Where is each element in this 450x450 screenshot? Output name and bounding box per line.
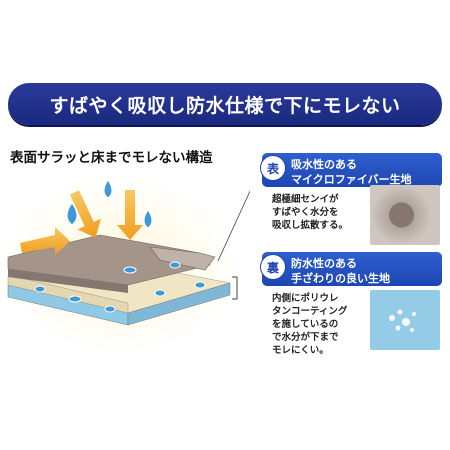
back-desc-line: を施しているの xyxy=(272,319,339,330)
layer-bracket xyxy=(232,276,238,300)
back-material-label: 裏 防水性のある 手ざわりの良い生地 xyxy=(260,252,442,286)
down-arrow-icon xyxy=(69,190,102,238)
headline-text: すばやく吸収し防水仕様で下にモレない xyxy=(49,94,401,117)
back-desc-line: で水分が下まで xyxy=(272,332,339,343)
front-label-line2: マイクロファイバー生地 xyxy=(291,173,412,186)
water-drop-icon xyxy=(143,209,153,229)
back-desc-line: モレにくい。 xyxy=(272,345,329,356)
front-label-line1: 吸水性のある xyxy=(291,158,357,171)
front-desc-line: 吸収し拡散する。 xyxy=(272,220,349,231)
back-label-line1: 防水性のある xyxy=(291,257,357,270)
top-layer-peel xyxy=(149,246,216,271)
water-drop-icon xyxy=(66,202,78,226)
structure-subtitle: 表面サラッと床までモレない構造 xyxy=(10,150,213,166)
front-pointer-line xyxy=(217,190,250,262)
down-arrow-icon xyxy=(117,190,143,240)
back-description: 内側にポリウレ タンコーティング を施しているの で水分が下まで モレにくい。 xyxy=(272,292,347,357)
layer-structure-illustration xyxy=(0,175,250,355)
water-drops xyxy=(34,179,206,313)
back-desc-line: タンコーティング xyxy=(272,306,348,317)
top-layer-side xyxy=(8,269,128,293)
back-label-line2: 手ざわりの良い生地 xyxy=(291,272,390,285)
absorption-arrows xyxy=(20,190,143,255)
front-desc-line: 超極細センイが xyxy=(272,194,339,205)
back-desc-line: 内側にポリウレ xyxy=(272,293,339,304)
headline-banner: すばやく吸収し防水仕様で下にモレない xyxy=(8,83,442,125)
water-beads xyxy=(389,309,416,332)
right-arrow-icon xyxy=(20,227,70,255)
back-tag: 裏 xyxy=(260,254,286,280)
water-drop-icon xyxy=(103,179,113,199)
front-fabric-swatch xyxy=(370,185,440,245)
back-fabric-swatch xyxy=(370,290,440,350)
back-layer-side-right xyxy=(127,282,231,326)
middle-layer-side xyxy=(7,274,129,314)
front-description: 超極細センイが すばやく水分を 吸収し拡散する。 xyxy=(272,193,348,232)
front-material-label: 表 吸水性のある マイクロファイバー生地 xyxy=(260,153,442,187)
front-tag: 表 xyxy=(260,155,286,181)
front-desc-line: すばやく水分を xyxy=(272,207,339,218)
